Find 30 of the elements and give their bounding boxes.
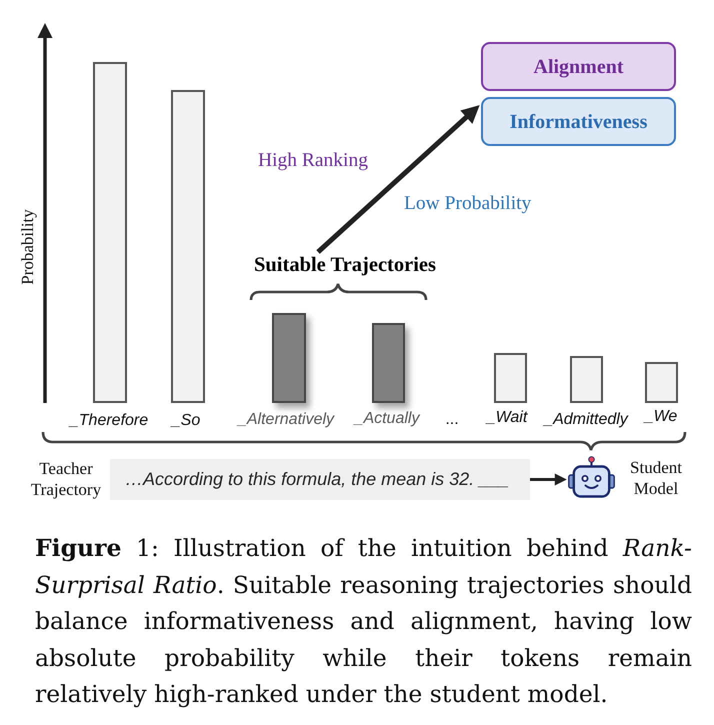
token-label: _Wait	[486, 408, 528, 428]
bar	[494, 353, 527, 403]
side-label: Teacher Trajectory	[30, 458, 102, 500]
annotation-text: High Ranking	[258, 149, 368, 172]
text-band	[110, 459, 530, 500]
group-label: Suitable Trajectories	[238, 252, 452, 278]
token-label: _We	[644, 407, 678, 427]
axis-label: Probability	[18, 209, 38, 285]
bar	[272, 313, 306, 403]
token-label: _So	[172, 411, 200, 431]
concept-box	[481, 42, 676, 91]
box-label: Informativeness	[510, 110, 648, 134]
bar	[93, 62, 127, 403]
side-label: Student Model	[630, 457, 682, 499]
arrow	[316, 105, 480, 254]
ellipsis-text: ...	[445, 410, 459, 430]
bar	[645, 362, 678, 403]
concept-box	[481, 97, 676, 146]
bar	[570, 356, 603, 403]
token-label: _Actually	[354, 409, 420, 429]
bar	[372, 323, 405, 403]
annotation-text: Low Probability	[404, 192, 532, 216]
token-label: _Therefore	[70, 411, 148, 431]
bar	[171, 90, 205, 403]
token-label: _Alternatively	[238, 410, 334, 430]
token-label: _Admittedly	[544, 410, 628, 430]
trajectory-text: …According to this formula, the mean is 32. ___	[125, 468, 510, 490]
arrow	[530, 474, 567, 486]
box-label: Alignment	[534, 54, 624, 78]
figure-caption: Figure 1: Illustration of the intuition behind Rank-Surprisal Ratio. Suitable reasoning trajectories should balance informativeness and alignment, having low absolute probability while their tokens remain relatively high-ranked under the student model.	[35, 533, 692, 710]
